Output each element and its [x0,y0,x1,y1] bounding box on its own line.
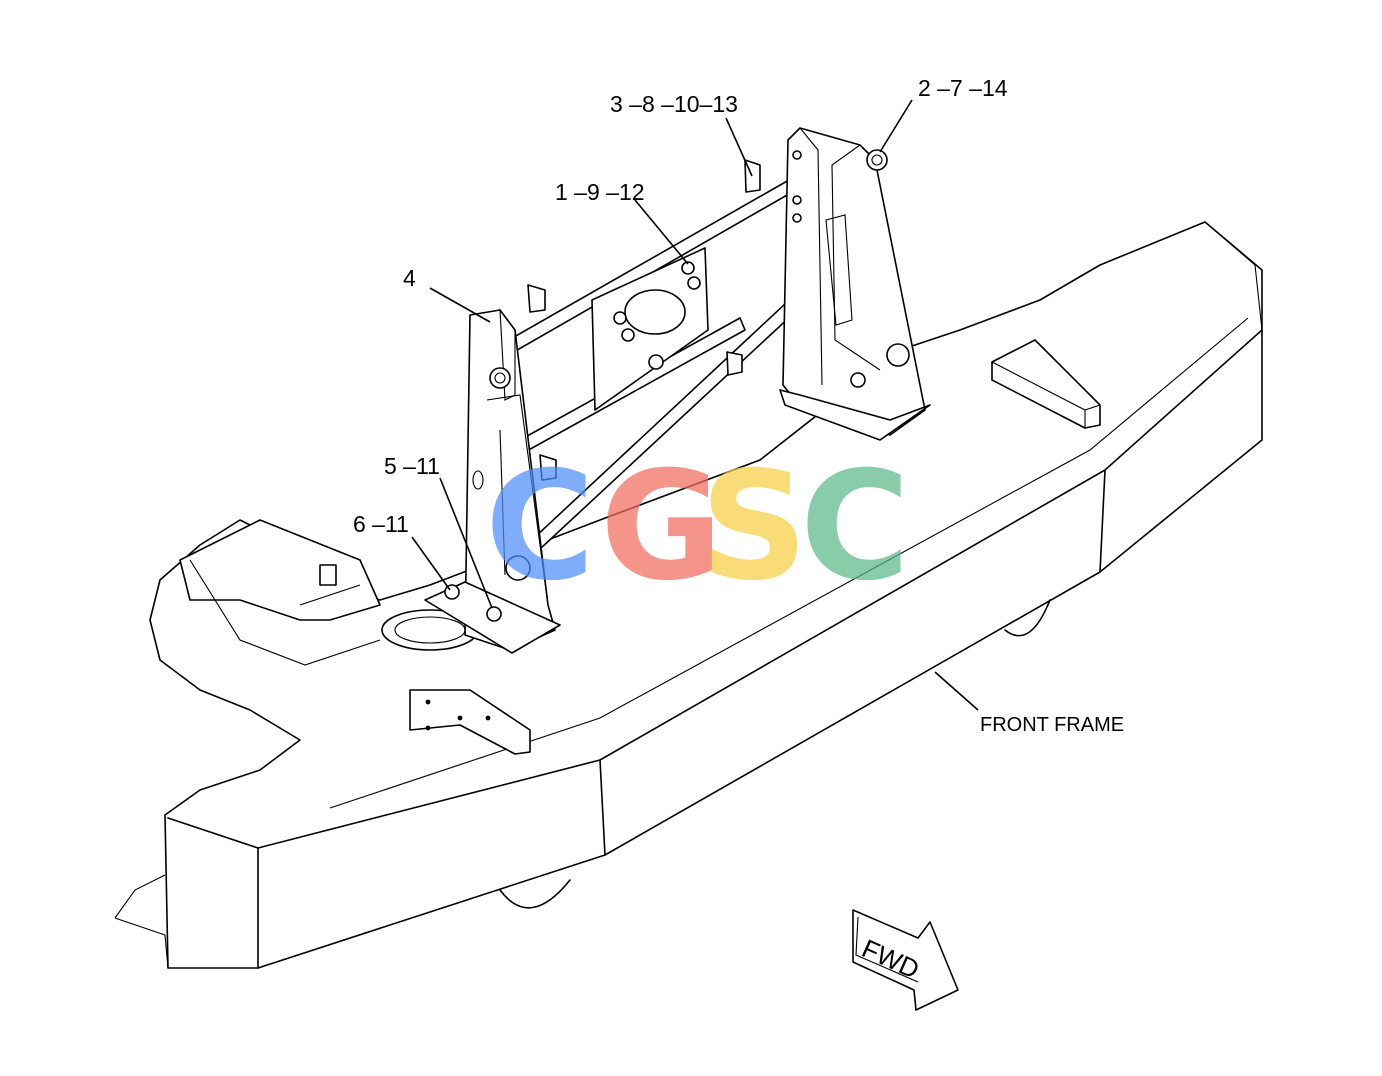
watermark-letter-3: S [700,440,808,614]
callout-3-8-10-13: 3 –8 –10–13 [610,91,738,117]
callout-leaders [411,99,913,609]
front-frame-label: FRONT FRAME [980,714,1124,736]
watermark: C G S C [485,440,910,614]
watermark-letter-4: C [800,440,910,614]
callout-5-11: 5 –11 [384,453,440,479]
watermark-letter-2: G [600,440,723,614]
front-frame-drawing [114,221,1263,969]
callout-1-9-12: 1 –9 –12 [555,179,645,205]
callout-6-11: 6 –11 [353,511,409,537]
watermark-letter-1: C [485,440,595,614]
callout-4: 4 [403,265,416,291]
callout-2-7-14: 2 –7 –14 [918,75,1008,101]
mounting-bracket-drawing [424,127,931,654]
fwd-arrow: FWD [852,909,959,1011]
